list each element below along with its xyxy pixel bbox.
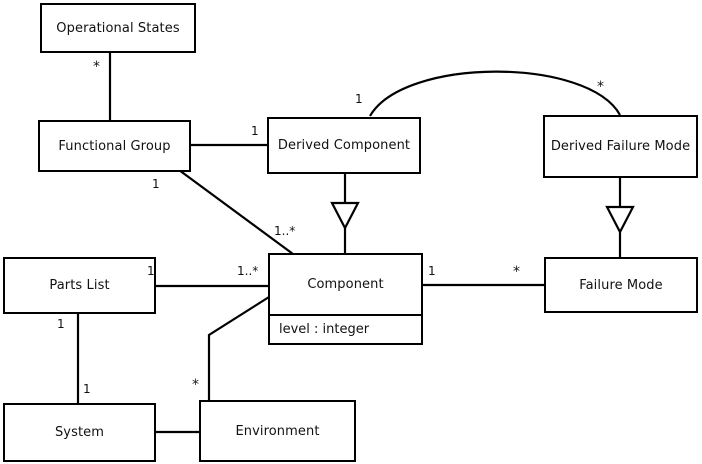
class-derived-failure-mode-name: Derived Failure Mode [550,139,691,154]
multiplicity-functional-group-component-near-functional-group: 1 [152,177,160,191]
class-parts-list-name: Parts List [49,278,110,293]
class-environment[interactable]: Environment [199,400,356,462]
class-functional-group[interactable]: Functional Group [38,120,191,172]
multiplicity-component-environment: * [192,377,199,393]
multiplicity-component-failure-mode-near-failure-mode: * [513,264,520,280]
multiplicity-functional-group-component-near-component: 1..* [274,224,296,238]
multiplicity-parts-list-system-near-parts-list: 1 [57,317,65,331]
class-component-name: Component [307,277,384,292]
class-failure-mode[interactable]: Failure Mode [544,257,698,313]
class-derived-component[interactable]: Derived Component [267,117,421,174]
class-component[interactable]: Component level : integer [268,253,423,345]
multiplicity-operational-states-functional-group: * [93,59,100,75]
class-component-attribute: level : integer [270,314,421,343]
multiplicity-derived-failure-mode-arc: * [597,79,604,95]
multiplicity-parts-list-component-near-component: 1..* [237,264,259,278]
class-operational-states[interactable]: Operational States [40,3,196,53]
class-derived-failure-mode[interactable]: Derived Failure Mode [543,115,698,178]
edge-component-environment [207,296,270,401]
edge-derived-component-derived-failure-mode [369,70,621,117]
class-derived-component-name: Derived Component [277,138,411,153]
multiplicity-functional-group-derived-component: 1 [251,124,259,138]
multiplicity-derived-component-arc: 1 [355,92,363,106]
class-parts-list[interactable]: Parts List [3,257,156,314]
generalization-arrow-derived-failure-mode [605,205,635,235]
class-operational-states-name: Operational States [56,20,180,36]
class-system-name: System [54,425,105,440]
multiplicity-parts-list-system-near-system: 1 [83,382,91,396]
generalization-arrow-derived-component [330,201,360,231]
edge-functional-group-component [178,169,294,255]
class-system[interactable]: System [3,403,156,462]
multiplicity-component-failure-mode-near-component: 1 [428,264,436,278]
class-functional-group-name: Functional Group [58,138,171,154]
class-environment-name: Environment [235,423,320,439]
multiplicity-parts-list-component-near-parts-list: 1 [147,264,155,278]
class-failure-mode-name: Failure Mode [579,277,663,293]
